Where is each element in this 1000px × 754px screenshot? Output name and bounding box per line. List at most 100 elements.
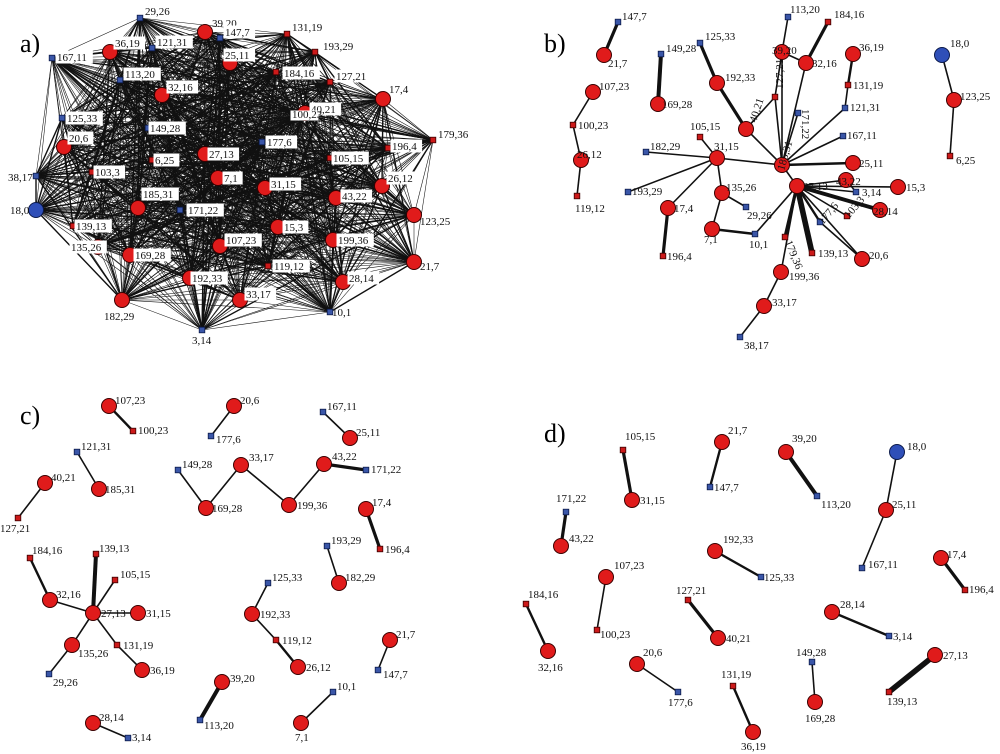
node-182-29: [114, 292, 130, 308]
edge: [35, 209, 203, 331]
edges-panel-b: [572, 16, 955, 338]
node-182-29: [642, 148, 650, 156]
node-label: 20,6: [869, 250, 889, 262]
nodes-panel-c: [14, 398, 398, 742]
panel-label-c: c): [20, 401, 40, 430]
edge: [264, 187, 334, 241]
node-label: 125,33: [705, 31, 736, 43]
node-label: 25,11: [892, 499, 916, 511]
edge: [35, 207, 139, 211]
node-label: 184,16: [32, 545, 63, 557]
node-label-bg: [340, 189, 373, 203]
node-125-33: [696, 39, 704, 47]
node-label: 167,11: [868, 559, 898, 571]
node-label: 135,26: [726, 182, 757, 194]
node-label: 105,15: [625, 431, 656, 443]
node-label: 123,25: [420, 216, 451, 228]
edge: [179, 209, 415, 263]
node-label: 131,19: [721, 669, 752, 681]
edge: [413, 139, 434, 263]
node-label: 29,26: [53, 677, 78, 689]
node-196-4: [376, 545, 384, 553]
node-label: 193,29: [331, 535, 362, 547]
node-119-12: [573, 192, 581, 200]
edge: [61, 117, 389, 149]
edge: [35, 175, 266, 189]
node-label: 36,19: [741, 741, 766, 753]
edge: [97, 246, 241, 301]
node-147-7: [706, 483, 714, 491]
edge: [304, 112, 389, 149]
node-177-6: [816, 218, 824, 226]
edge: [35, 175, 331, 313]
node-169-28: [198, 500, 214, 516]
node-label: 105,15: [690, 121, 721, 133]
node-177-6: [258, 138, 266, 146]
edge: [35, 117, 63, 177]
node-36-19: [745, 724, 761, 740]
node-label: 20,6: [643, 647, 663, 659]
node-label-bg: [269, 177, 302, 191]
node-label: 169,28: [805, 713, 836, 725]
node-139-13: [808, 249, 816, 257]
node-label: 28,14: [840, 599, 865, 611]
node-label: 21,7: [396, 629, 416, 641]
edge: [97, 246, 203, 331]
edge: [179, 209, 203, 331]
node-label: 123,25: [960, 91, 991, 103]
panel-label-a: a): [20, 29, 40, 58]
node-185-31: [130, 200, 146, 216]
node-label: 6,25: [956, 155, 976, 167]
node-32-16: [42, 592, 58, 608]
node-17-4: [358, 501, 374, 517]
node-26-12: [374, 178, 390, 194]
node-label: 119,12: [282, 635, 312, 647]
node-label: 25,11: [859, 158, 883, 170]
node-21-7: [382, 632, 398, 648]
node-label: 135,26: [71, 242, 102, 254]
node-label: 27,13: [803, 181, 828, 193]
node-label: 199,36: [338, 235, 369, 247]
node-label: 28,14: [99, 712, 124, 724]
node-127-21: [684, 596, 692, 604]
node-119-12: [272, 636, 280, 644]
node-label: 33,17: [772, 297, 797, 309]
node-label: 192,33: [723, 534, 754, 546]
nodes-layer: [14, 13, 969, 742]
node-label: 7,1: [295, 732, 309, 744]
node-192-33: [707, 543, 723, 559]
node-label-bg: [282, 220, 309, 234]
nodes-panel-d: [522, 434, 969, 740]
node-label: 177,6: [216, 434, 241, 446]
node-label-bg: [190, 271, 228, 285]
node-label: 127,21: [774, 59, 786, 89]
node-label-bg: [224, 233, 262, 247]
node-label: 147,7: [383, 669, 408, 681]
node-31-15: [624, 492, 640, 508]
node-147-7: [614, 18, 622, 26]
node-label-bg: [148, 121, 186, 135]
edge: [35, 185, 383, 211]
node-label: 192,33: [260, 609, 291, 621]
edge: [294, 115, 383, 187]
edge: [189, 197, 337, 279]
node-label: 10,1: [749, 239, 768, 251]
edge: [240, 464, 290, 506]
edge: [137, 197, 337, 209]
node-100-23: [569, 121, 577, 129]
edge: [204, 98, 384, 155]
node-label: 18,0: [907, 441, 927, 453]
node-131-19: [283, 30, 291, 38]
edge: [781, 107, 846, 166]
node-label: 177,6: [668, 697, 693, 709]
node-17-4: [375, 91, 391, 107]
node-127-21: [14, 514, 22, 522]
node-40-21: [710, 630, 726, 646]
edge: [35, 171, 93, 177]
node-label: 21,7: [608, 58, 628, 70]
node-199-36: [281, 497, 297, 513]
node-label: 131,19: [123, 640, 154, 652]
node-label: 17,4: [389, 84, 409, 96]
node-label-bg: [223, 25, 256, 39]
node-label: 169,28: [212, 503, 243, 515]
